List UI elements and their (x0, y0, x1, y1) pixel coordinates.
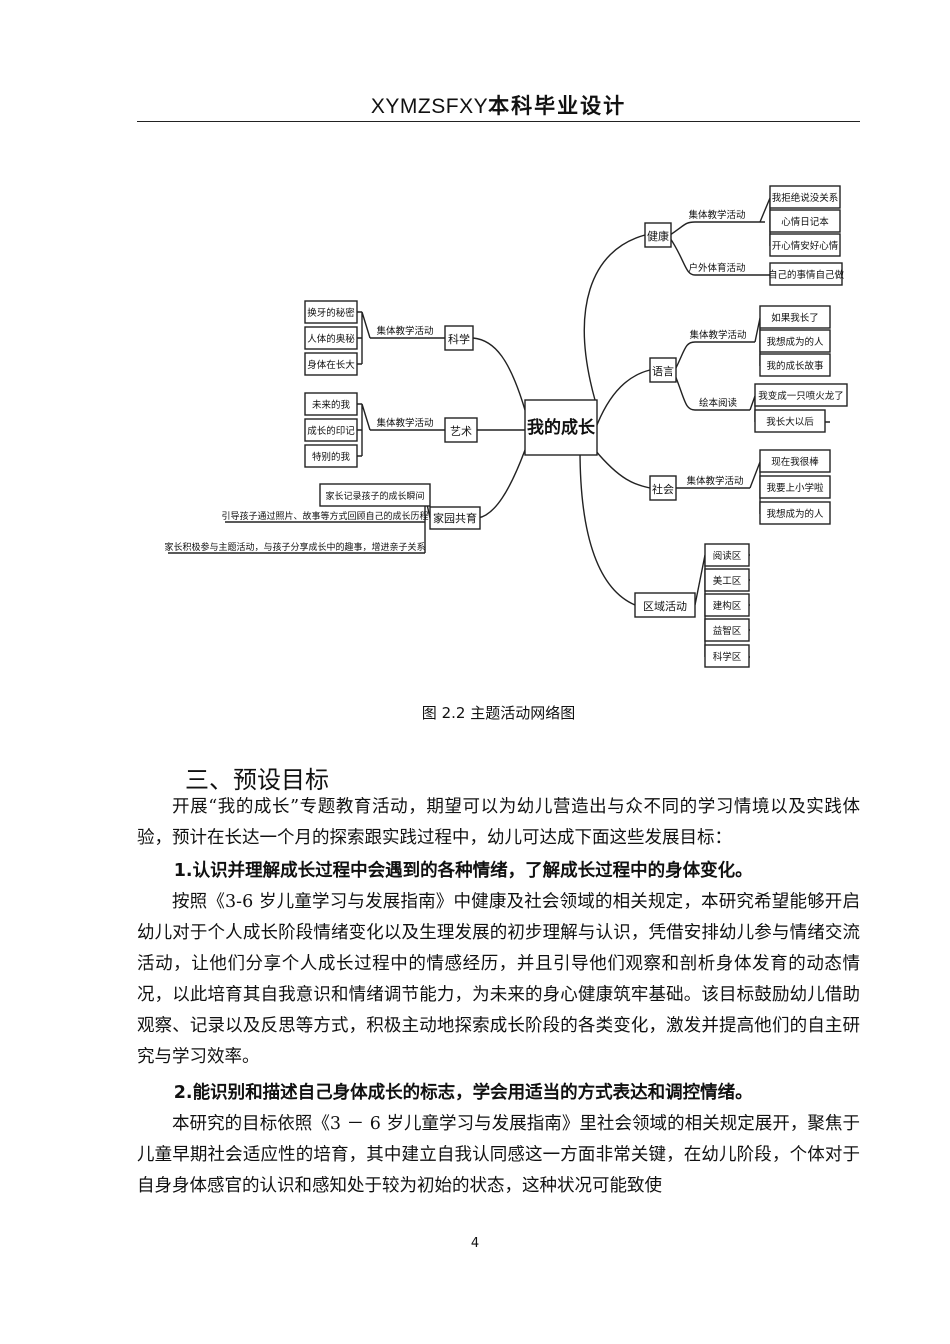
area-item: 美工区 (713, 575, 742, 587)
science-item: 人体的奥秘 (307, 333, 355, 345)
branch-line-society (594, 449, 651, 489)
language-item: 我长大以后 (766, 416, 814, 428)
branch-line-language (594, 369, 651, 431)
branch-home: 家园共育 (433, 511, 477, 525)
page-number: 4 (470, 1236, 480, 1251)
health-group-label: 户外体育活动 (688, 262, 745, 274)
society-item: 现在我很棒 (771, 456, 819, 468)
health-item: 自己的事情自己做 (768, 269, 845, 281)
society-item: 我想成为的人 (766, 508, 824, 520)
science-item: 身体在长大 (307, 359, 355, 371)
page-header: XYMZSFXY本科毕业设计 (137, 92, 860, 120)
health-item: 心情日记本 (781, 216, 829, 228)
society-item: 我要上小学啦 (766, 482, 824, 494)
language-group-label: 集体教学活动 (689, 329, 746, 341)
branch-science: 科学 (448, 332, 470, 346)
home-item: 引导孩子通过照片、故事等方式回顾自己的成长历程 (221, 510, 428, 522)
art-group-label: 集体教学活动 (376, 417, 433, 429)
health-group-label: 集体教学活动 (688, 209, 745, 221)
goal-2-heading: 2.能识别和描述自己身体成长的标志，学会用适当的方式表达和调控情绪。 (173, 1083, 753, 1103)
health-item: 我拒绝说没关系 (772, 192, 839, 204)
header-code: XYMZSFXY (370, 95, 489, 118)
science-group-label: 集体教学活动 (376, 325, 433, 337)
area-item: 阅读区 (713, 550, 742, 562)
header-title: 本科毕业设计 (488, 94, 627, 118)
center-label: 我的成长 (527, 417, 596, 438)
art-item: 未来的我 (312, 399, 351, 411)
home-item: 家长积极参与主题活动，与孩子分享成长中的趣事，增进亲子关系 (164, 541, 425, 553)
center-box (524, 399, 598, 456)
goal-1-heading: 1.认识并理解成长过程中会遇到的各种情绪，了解成长过程中的身体变化。 (173, 861, 753, 881)
branch-line-home (477, 449, 526, 519)
figure-caption: 图 2.2 主题活动网络图 (421, 704, 576, 722)
branch-line-areas (579, 449, 636, 606)
area-item: 科学区 (713, 651, 742, 663)
area-item: 益智区 (713, 625, 742, 637)
art-item: 特别的我 (312, 451, 351, 463)
branch-language: 语言 (652, 365, 674, 378)
language-group-label: 绘本阅读 (699, 397, 738, 409)
art-item: 成长的印记 (307, 425, 355, 437)
goal-2-paragraph: 本研究的目标依照《3 － 6 岁儿童学习与发展指南》里社会领域的相关规定展开，聚… (137, 1114, 860, 1196)
home-item: 家长记录孩子的成长瞬间 (325, 490, 424, 502)
intro-paragraph: 开展“我的成长”专题教育活动，期望可以为幼儿营造出与众不同的学习情境以及实践体验… (137, 797, 860, 848)
language-item: 我的成长故事 (766, 360, 824, 372)
area-item: 建构区 (713, 600, 742, 612)
branch-areas: 区域活动 (643, 600, 687, 613)
section-heading: 三、预设目标 (185, 766, 329, 794)
language-item: 我想成为的人 (766, 336, 824, 348)
society-group-label: 集体教学活动 (686, 475, 743, 487)
language-item: 如果我长了 (771, 312, 819, 324)
branch-society: 社会 (652, 482, 674, 496)
branch-health: 健康 (647, 229, 669, 243)
header-rule (137, 121, 860, 122)
science-item: 换牙的秘密 (307, 307, 355, 319)
language-item: 我变成一只喷火龙了 (758, 390, 844, 402)
branch-art: 艺术 (450, 425, 472, 438)
branch-line-health (583, 234, 646, 401)
branch-line-science (472, 337, 526, 411)
mind-map-figure: 我的成长 健康 集体教学活动 户外体育活动 我拒绝说没关系 心情日记本 开心情安… (164, 185, 848, 668)
goal-1-paragraph: 按照《3-6 岁儿童学习与发展指南》中健康及社会领域的相关规定，本研究希望能够开… (137, 892, 860, 1067)
health-item: 开心情安好心情 (772, 240, 839, 252)
